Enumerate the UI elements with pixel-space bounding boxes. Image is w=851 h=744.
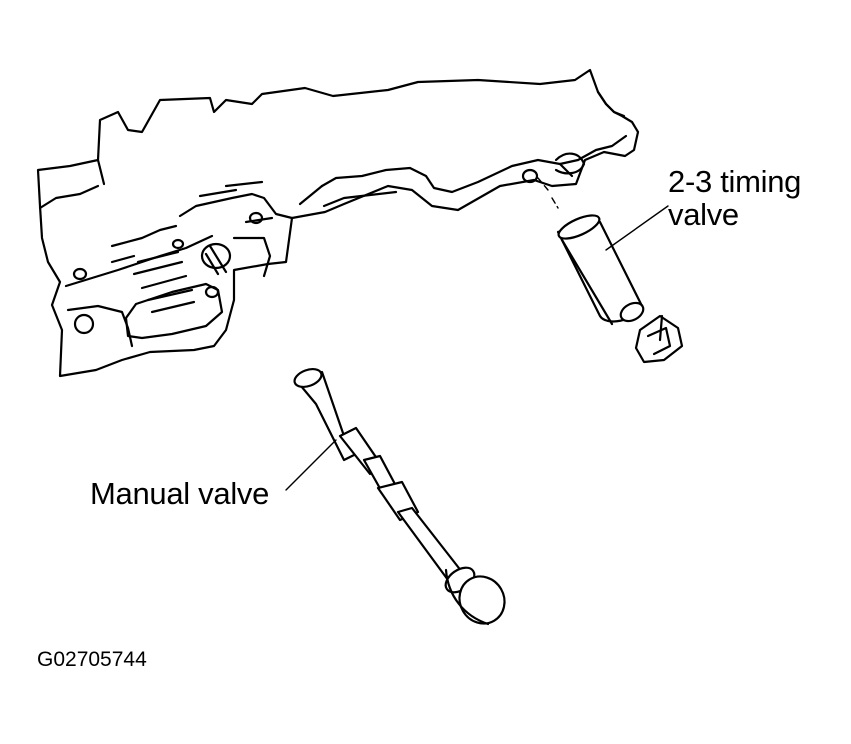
- alignment-line-timing: [538, 178, 558, 208]
- manual-valve: [292, 366, 513, 632]
- leader-line-manual: [286, 440, 336, 490]
- valve-body-housing: [38, 70, 638, 376]
- figure-code: G02705744: [37, 648, 147, 671]
- leader-line-timing: [606, 206, 668, 250]
- timing-valve-label: 2-3 timing valve: [668, 165, 801, 231]
- timing-valve-label-line1: 2-3 timing: [668, 164, 802, 199]
- timing-valve-label-line2: valve: [668, 197, 739, 232]
- retainer-clip: [636, 316, 682, 362]
- timing-valve-2-3: [556, 211, 647, 325]
- manual-valve-label: Manual valve: [90, 476, 270, 511]
